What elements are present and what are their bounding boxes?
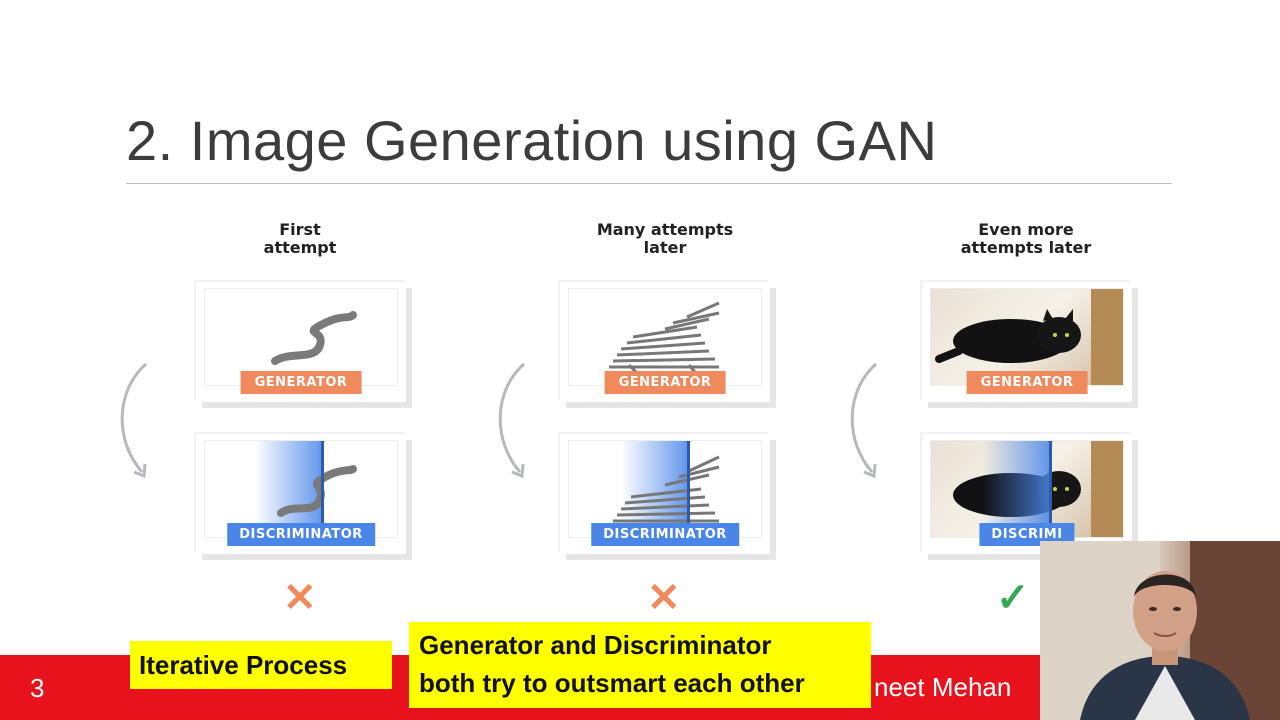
column-header-line: Even more — [978, 220, 1074, 239]
caption-text-line1: Generator and Discriminator — [419, 630, 772, 660]
cat-photo-image — [935, 289, 1123, 385]
discriminator-label: DISCRIMINATOR — [591, 523, 739, 546]
generator-panel-many: GENERATOR — [560, 282, 770, 402]
column-header-many: Many attempts later — [555, 221, 775, 257]
check-icon: ✓ — [996, 576, 1030, 620]
squiggle-output-image — [271, 311, 357, 365]
title-divider — [126, 183, 1172, 184]
generator-output-area — [930, 288, 1124, 386]
cross-icon: ✕ — [647, 576, 681, 620]
caption-iterative-process: Iterative Process — [130, 641, 392, 689]
generator-output-area — [568, 288, 762, 386]
discriminator-label: DISCRIMINATOR — [227, 523, 375, 546]
column-header-line: First — [279, 220, 321, 239]
caption-outsmart: Generator and Discriminator both try to … — [409, 622, 871, 708]
generator-output-area — [204, 288, 398, 386]
column-header-even-more: Even more attempts later — [916, 221, 1136, 257]
column-header-first: First attempt — [190, 221, 410, 257]
cross-icon: ✕ — [283, 576, 317, 620]
discriminator-shade — [983, 441, 1049, 537]
discriminator-view-area — [930, 440, 1124, 538]
caption-text-line2: both try to outsmart each other — [419, 668, 805, 698]
discriminator-view-area — [568, 440, 762, 538]
generator-label: GENERATOR — [966, 371, 1088, 394]
caption-text: Iterative Process — [139, 650, 348, 680]
rough-cat-output-image — [609, 301, 720, 378]
discriminator-shade — [255, 441, 321, 537]
column-header-line: attempt — [263, 238, 337, 257]
generator-label: GENERATOR — [604, 371, 726, 394]
author-name: neet Mehan — [874, 672, 1012, 702]
generator-label: GENERATOR — [240, 371, 362, 394]
rough-cat-judged-image — [613, 455, 720, 523]
discriminator-panel-many: DISCRIMINATOR — [560, 434, 770, 554]
curved-arrow-icon — [498, 362, 525, 479]
discriminator-boundary-line — [1046, 441, 1055, 537]
presenter-video-frame — [1040, 541, 1280, 720]
discriminator-boundary-line — [684, 441, 693, 537]
slide-title: 2. Image Generation using GAN — [126, 109, 938, 172]
column-header-line: attempts later — [960, 238, 1092, 257]
discriminator-label: DISCRIMI — [979, 523, 1075, 546]
squiggle-judged-image — [277, 465, 357, 517]
discriminator-boundary-line — [318, 441, 327, 537]
column-header-line: Many attempts — [596, 220, 734, 239]
curved-arrow-icon — [120, 362, 147, 479]
generator-panel-first: GENERATOR — [196, 282, 406, 402]
discriminator-panel-first: DISCRIMINATOR — [196, 434, 406, 554]
discriminator-panel-even-more: DISCRIMI — [922, 434, 1132, 554]
presenter-webcam — [1040, 541, 1280, 720]
column-header-line: later — [643, 238, 687, 257]
discriminator-view-area — [204, 440, 398, 538]
generator-panel-even-more: GENERATOR — [922, 282, 1132, 402]
curved-arrow-icon — [850, 362, 877, 479]
slide-number: 3 — [30, 673, 45, 703]
